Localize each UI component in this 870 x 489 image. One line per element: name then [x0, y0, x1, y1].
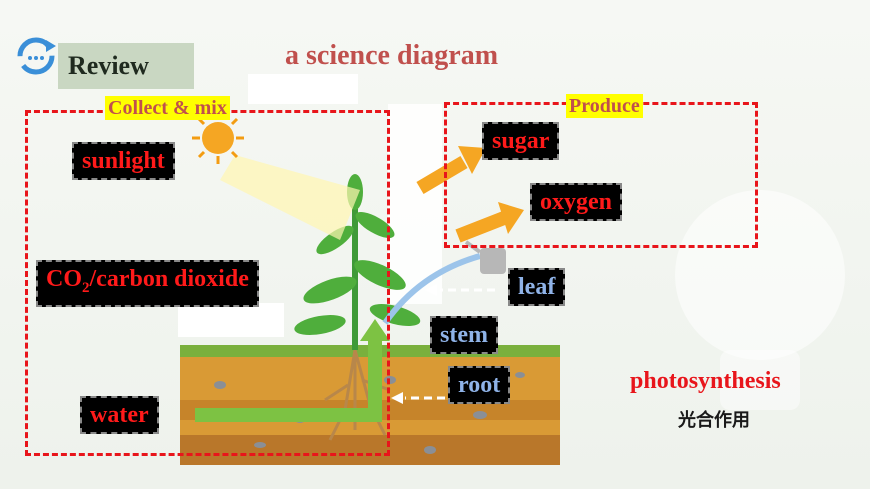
leaf-tag: leaf [508, 268, 566, 306]
water-tag: water [80, 396, 159, 434]
root-tag: root [448, 366, 511, 404]
refresh-icon[interactable] [12, 32, 60, 80]
photosynthesis-term-cn: 光合作用 [678, 410, 750, 431]
co2-tag: CO2/carbon dioxide [36, 260, 259, 307]
watering-can-icon [382, 240, 506, 325]
collect-mix-label: Collect & mix [105, 96, 230, 120]
stem-tag: stem [430, 316, 498, 354]
oxygen-tag: oxygen [530, 183, 622, 221]
green-input-arrow [195, 319, 390, 422]
review-badge[interactable]: Review [58, 43, 194, 89]
output-arrows [416, 146, 524, 243]
sunlight-tag: sunlight [72, 142, 175, 180]
lightbulb-icon [675, 190, 845, 410]
blank-label-slot [248, 74, 358, 104]
sugar-tag: sugar [482, 122, 560, 160]
page-title: a science diagram [285, 40, 499, 71]
blank-label-slot [388, 104, 442, 304]
pointer-arrows [391, 284, 495, 404]
blank-label-slot [178, 303, 284, 337]
produce-label: Produce [566, 94, 643, 118]
photosynthesis-term: photosynthesis [630, 368, 781, 394]
